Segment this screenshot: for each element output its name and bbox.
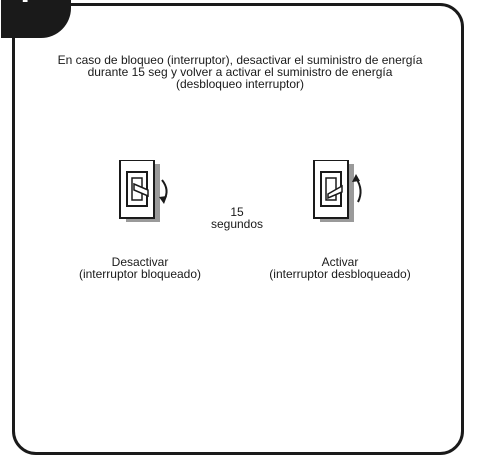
wait-duration: 15 segundos [200, 206, 274, 230]
instruction-line-2: durante 15 seg y volver a activar el sum… [87, 65, 393, 79]
instruction-text: En caso de bloqueo (interruptor), desact… [40, 54, 440, 90]
deactivate-caption: Desactivar (interruptor bloqueado) [50, 256, 230, 280]
deactivate-title: Desactivar [111, 255, 169, 269]
step-badge: 4 [1, 0, 71, 38]
instruction-line-1: En caso de bloqueo (interruptor), desact… [57, 53, 423, 67]
switch-off-icon [119, 160, 168, 222]
wait-unit: segundos [210, 217, 264, 231]
instruction-panel: 4 [1, 0, 464, 455]
activate-caption: Activar (interruptor desbloqueado) [250, 256, 430, 280]
activate-note: (interruptor desbloqueado) [269, 267, 411, 281]
deactivate-note: (interruptor bloqueado) [78, 267, 202, 281]
instruction-line-3: (desbloqueo interruptor) [175, 77, 305, 91]
switch-on-icon [313, 160, 362, 222]
activate-title: Activar [321, 255, 359, 269]
wait-value: 15 [230, 205, 244, 219]
step-number: 4 [3, 0, 39, 8]
